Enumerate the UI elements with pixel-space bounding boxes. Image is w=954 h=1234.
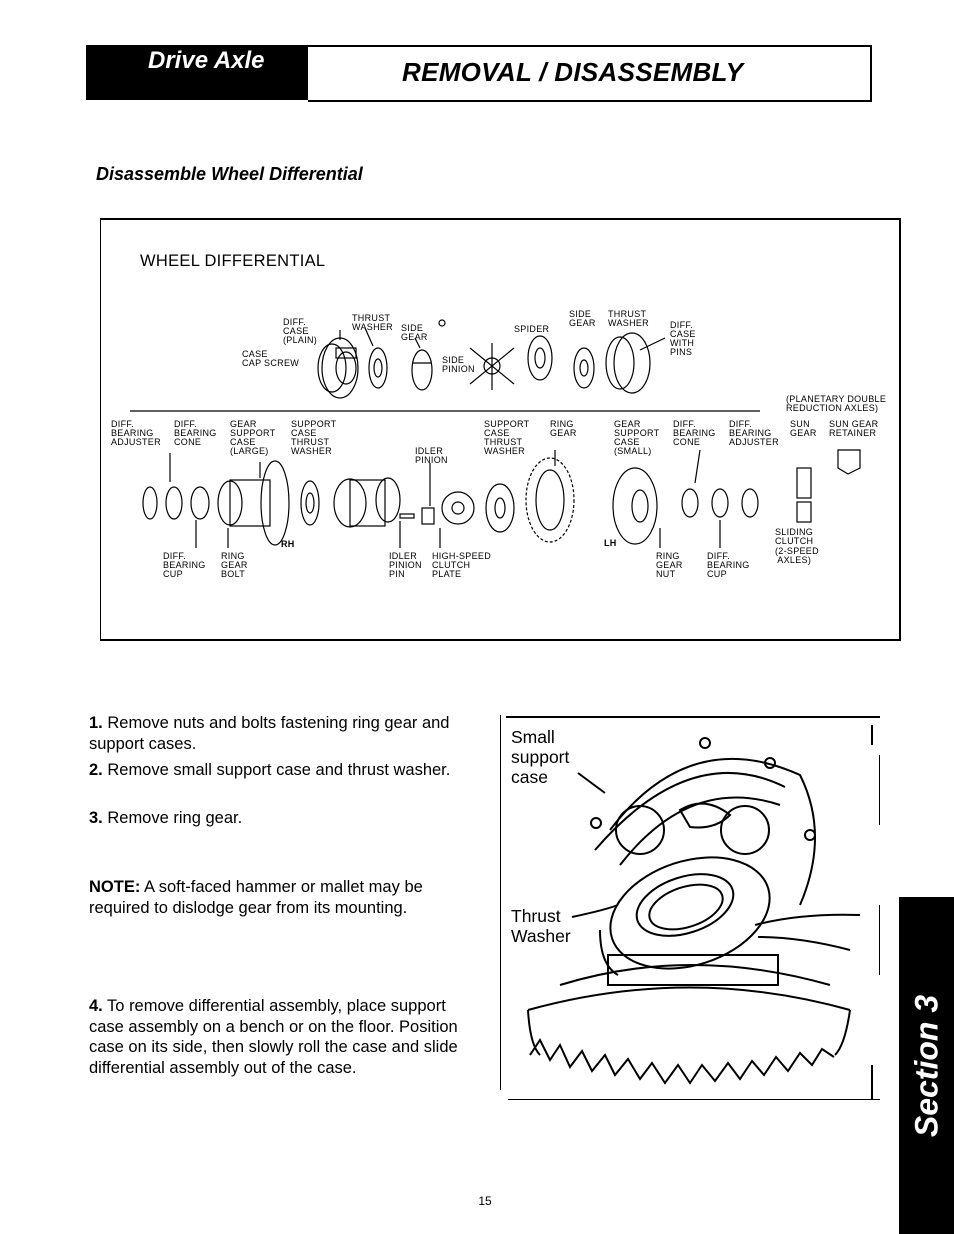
step-3: 3. Remove ring gear. [89, 808, 459, 829]
label-diff-bearing-cone-left: DIFF. BEARING CONE [174, 419, 217, 447]
idler-pinion-drawing [421, 507, 435, 525]
label-case-cap-screw: CASE CAP SCREW [242, 349, 300, 368]
removal-illustration [500, 715, 880, 1100]
label-thrust-washer-1: THRUST WASHER [352, 313, 393, 332]
exploded-diagram-drawing [130, 319, 861, 548]
note: NOTE: A soft-faced hammer or mallet may … [89, 877, 459, 918]
gear-support-case-small-drawing [612, 467, 658, 545]
step-3-text: Remove ring gear. [102, 809, 243, 827]
label-idler-pinion-pin: IDLER PINION PIN [389, 551, 422, 579]
label-planetary-axles: (PLANETARY DOUBLE REDUCTION AXLES) [786, 394, 887, 413]
label-gear-support-case-small: GEAR SUPPORT CASE (SMALL) [614, 419, 660, 456]
section-tab [899, 897, 954, 1234]
gear-support-case-large-drawing [217, 460, 290, 546]
step-2-number: 2. [89, 761, 103, 779]
label-idler-pinion: IDLER PINION [415, 446, 448, 465]
label-sun-gear-retainer: SUN GEAR RETAINER [829, 419, 879, 438]
step-2: 2. Remove small support case and thrust … [89, 760, 459, 781]
exploded-diagram-frame [100, 218, 901, 641]
label-side-gear-2: SIDE GEAR [569, 309, 596, 328]
step-1: 1. Remove nuts and bolts fastening ring … [89, 713, 459, 754]
diff-bearing-adjuster-left-drawing [142, 486, 158, 520]
section-tab-label-wrap: Section 3 [899, 897, 954, 1234]
page-title: REMOVAL / DISASSEMBLY [402, 57, 744, 87]
label-gear-support-case-large: GEAR SUPPORT CASE (LARGE) [230, 419, 276, 456]
label-diff-bearing-adjuster-right: DIFF. BEARING ADJUSTER [729, 419, 779, 447]
label-diff-bearing-cup-right: DIFF. BEARING CUP [707, 551, 750, 579]
header-section-block [86, 45, 308, 100]
photo-label-small-support-case: Small support case [511, 727, 570, 787]
label-support-case-thrust-washer-right: SUPPORT CASE THRUST WASHER [484, 419, 530, 456]
thrust-washer-drawing [368, 347, 388, 389]
label-diff-case-with-pins: DIFF. CASE WITH PINS [670, 320, 696, 357]
note-text: A soft-faced hammer or mallet may be req… [89, 878, 423, 917]
sun-gear-drawing [796, 467, 812, 499]
label-lh: LH [604, 538, 617, 548]
label-diff-bearing-cup-left: DIFF. BEARING CUP [163, 551, 206, 579]
label-ring-gear: RING GEAR [550, 419, 577, 438]
step-4-text: To remove differential assembly, place s… [89, 997, 458, 1077]
thrust-washer-right-drawing [485, 483, 515, 533]
label-high-speed-clutch-plate: HIGH-SPEED CLUTCH PLATE [432, 551, 492, 579]
label-diff-bearing-adjuster-left: DIFF. BEARING ADJUSTER [111, 419, 161, 447]
label-diff-case-plain: DIFF. CASE (PLAIN) [283, 317, 318, 345]
label-side-pinion: SIDE PINION [442, 355, 475, 374]
label-rh: RH [281, 539, 295, 549]
note-label: NOTE: [89, 878, 141, 896]
side-gear-drawing [411, 349, 433, 391]
header-title-box [308, 45, 872, 102]
ring-gear-drawing [525, 457, 575, 543]
section-tab-label: Section 3 [908, 994, 944, 1137]
step-1-text: Remove nuts and bolts fastening ring gea… [89, 714, 450, 753]
procedure-subtitle: Disassemble Wheel Differential [96, 164, 363, 184]
high-speed-clutch-plate-drawing [441, 491, 475, 525]
step-1-number: 1. [89, 714, 103, 732]
label-sliding-clutch: SLIDING CLUTCH [775, 527, 814, 546]
section-name: Drive Axle [148, 47, 265, 74]
page-number: 15 [478, 1194, 492, 1208]
step-4: 4. To remove differential assembly, plac… [89, 996, 459, 1078]
label-support-case-thrust-washer-left: SUPPORT CASE THRUST WASHER [291, 419, 337, 456]
label-sun-gear: SUN GEAR [790, 419, 817, 438]
step-2-text: Remove small support case and thrust was… [102, 761, 451, 779]
step-4-number: 4. [89, 997, 103, 1015]
label-spider: SPIDER [514, 324, 550, 334]
label-two-speed-axles: (2-SPEED AXLES) [775, 546, 819, 565]
label-ring-gear-nut: RING GEAR NUT [656, 551, 683, 579]
spider-drawing [469, 343, 515, 390]
label-thrust-washer-2: THRUST WASHER [608, 309, 649, 328]
differential-assembly-drawing [333, 477, 401, 528]
label-diff-bearing-cone-right: DIFF. BEARING CONE [673, 419, 716, 447]
diff-case-with-pins-drawing [605, 332, 666, 394]
diagram-title: WHEEL DIFFERENTIAL [140, 252, 326, 270]
sliding-clutch-drawing [796, 501, 812, 523]
support-case-thrust-washer-drawing [300, 480, 320, 526]
step-3-number: 3. [89, 809, 103, 827]
diff-case-plain-drawing [317, 337, 359, 399]
label-ring-gear-bolt: RING GEAR BOLT [221, 551, 248, 579]
photo-label-thrust-washer: Thrust Washer [511, 906, 571, 946]
label-side-gear-1: SIDE GEAR [401, 323, 428, 342]
